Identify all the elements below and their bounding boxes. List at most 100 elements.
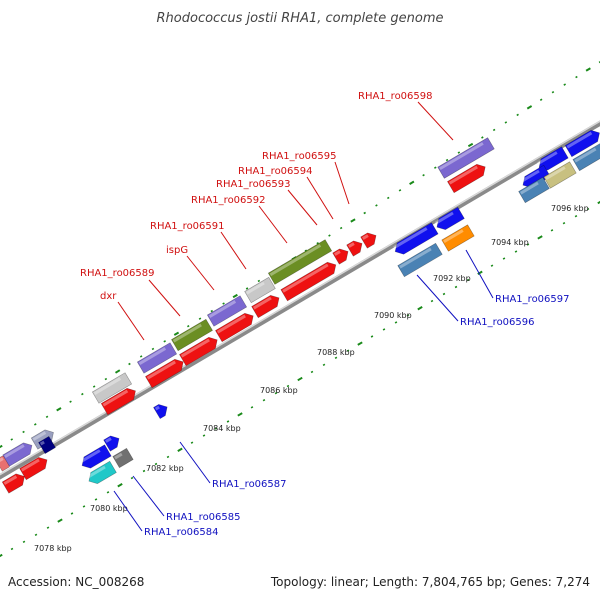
lower-dots-tick <box>130 476 134 480</box>
leader-dxr <box>117 301 145 341</box>
gene-red-5 <box>179 336 218 367</box>
tick-7080: 7080 kbp <box>90 504 128 513</box>
leader-ro06595 <box>334 161 350 205</box>
gene-steelblue-1 <box>397 242 443 278</box>
lower-dots-tick <box>382 328 386 331</box>
gene-cyan-1 <box>87 460 117 484</box>
upper-dots-tick <box>173 331 180 336</box>
upper-dots-tick <box>563 83 567 86</box>
lower-dots-tick <box>226 420 230 423</box>
upper-dots-tick <box>339 226 343 230</box>
gene-red-9 <box>332 248 349 265</box>
lower-dots-tick <box>177 447 183 452</box>
leader-ispG <box>186 255 215 291</box>
lower-dots-tick <box>394 321 398 324</box>
leader-ro06587 <box>179 441 211 484</box>
gene-blue-2 <box>103 435 120 452</box>
gene-olive-1 <box>171 318 213 352</box>
leader-ro06585 <box>132 475 165 517</box>
tick-labels: 7078 kbp 7080 kbp 7082 kbp 7084 kbp 7086… <box>34 204 589 553</box>
upper-dots-tick <box>504 121 508 124</box>
label-ro06596: RHA1_ro06596 <box>460 317 535 328</box>
tick-7090: 7090 kbp <box>374 311 412 320</box>
gene-blue-1 <box>80 444 112 469</box>
gene-navy-1 <box>38 435 56 455</box>
lower-dots-tick <box>154 462 158 466</box>
gene-steelblue-3 <box>572 142 600 172</box>
tick-7082: 7082 kbp <box>146 464 184 473</box>
lower-dots-tick <box>297 376 303 382</box>
label-ro06589: RHA1_ro06589 <box>80 268 155 279</box>
leader-ro06593 <box>287 189 318 226</box>
upper-dots-tick <box>575 75 578 79</box>
lower-dots-tick <box>310 370 314 374</box>
gene-blue-top-2 <box>564 129 600 158</box>
lower-dots-tick <box>237 412 243 417</box>
leader-ro06596 <box>416 274 459 322</box>
gene-red-7 <box>251 295 280 319</box>
tick-7094: 7094 kbp <box>491 238 529 247</box>
upper-dots-tick <box>585 67 591 72</box>
lower-dots-tick <box>190 441 194 444</box>
upper-dots-tick <box>81 392 84 396</box>
lower-dots-tick <box>526 243 530 246</box>
upper-dots-tick <box>539 98 543 101</box>
upper-dots-tick <box>467 142 474 148</box>
map-title: Rhodococcus jostii RHA1, complete genome <box>157 11 444 26</box>
upper-dots-tick <box>398 189 402 192</box>
tick-7088: 7088 kbp <box>317 348 355 357</box>
lower-dots-tick <box>502 257 506 260</box>
gene-red-2 <box>19 457 48 481</box>
upper-dots-tick <box>10 438 14 441</box>
leader-ro06592 <box>258 205 288 244</box>
lower-dots-tick <box>322 363 326 366</box>
lower-dots-tick <box>142 469 146 473</box>
genome-stats-text: Topology: linear; Length: 7,804,765 bp; … <box>270 575 590 589</box>
lower-dots-tick <box>430 299 434 303</box>
upper-dots-tick <box>245 287 249 290</box>
upper-dots-tick <box>350 218 356 223</box>
upper-dots-tick <box>56 407 62 412</box>
upper-dots-tick <box>151 347 155 351</box>
lower-dots-tick <box>357 341 363 346</box>
gene-purple-3 <box>206 295 248 327</box>
lower-dots-tick <box>514 250 518 253</box>
gene-grey-blue-1 <box>30 429 54 450</box>
tick-7092: 7092 kbp <box>433 274 471 283</box>
upper-dots-tick <box>104 377 108 381</box>
gene-darkgrey-1 <box>112 447 134 469</box>
gene-purple-4 <box>437 137 495 179</box>
upper-dots-tick <box>375 204 378 207</box>
lower-dots-tick <box>574 215 578 218</box>
upper-dots-tick <box>304 249 308 252</box>
gene-khaki-1 <box>543 161 577 189</box>
leader-ro06589 <box>148 279 181 317</box>
labels-reverse: RHA1_ro06597 RHA1_ro06596 RHA1_ro06587 R… <box>144 294 570 538</box>
lower-dots-tick <box>286 384 290 388</box>
upper-dots-tick <box>598 61 600 64</box>
label-ro06595: RHA1_ro06595 <box>262 151 337 162</box>
gene-olive-2 <box>267 239 333 285</box>
upper-dots-tick <box>45 415 49 418</box>
lower-dots-tick <box>57 518 63 523</box>
upper-dots-tick <box>163 340 166 343</box>
lower-dots-tick <box>250 406 254 409</box>
lower-dots-tick <box>10 547 14 551</box>
gene-red-4 <box>145 358 184 389</box>
upper-dots-tick <box>232 293 238 299</box>
gene-red-12 <box>447 163 486 194</box>
lower-dots-tick <box>477 270 483 275</box>
lower-dots-tick <box>94 498 98 501</box>
gene-blue-3 <box>153 404 168 420</box>
gene-steelblue-2 <box>518 176 550 204</box>
leader-ro06591 <box>220 231 247 270</box>
label-ro06598: RHA1_ro06598 <box>358 91 433 102</box>
gene-red-3 <box>100 387 136 416</box>
upper-dots-tick <box>386 196 390 200</box>
gene-grey-1 <box>91 372 133 404</box>
leaders-forward <box>117 101 454 341</box>
label-ro06597: RHA1_ro06597 <box>495 294 570 305</box>
tick-7078: 7078 kbp <box>34 544 72 553</box>
